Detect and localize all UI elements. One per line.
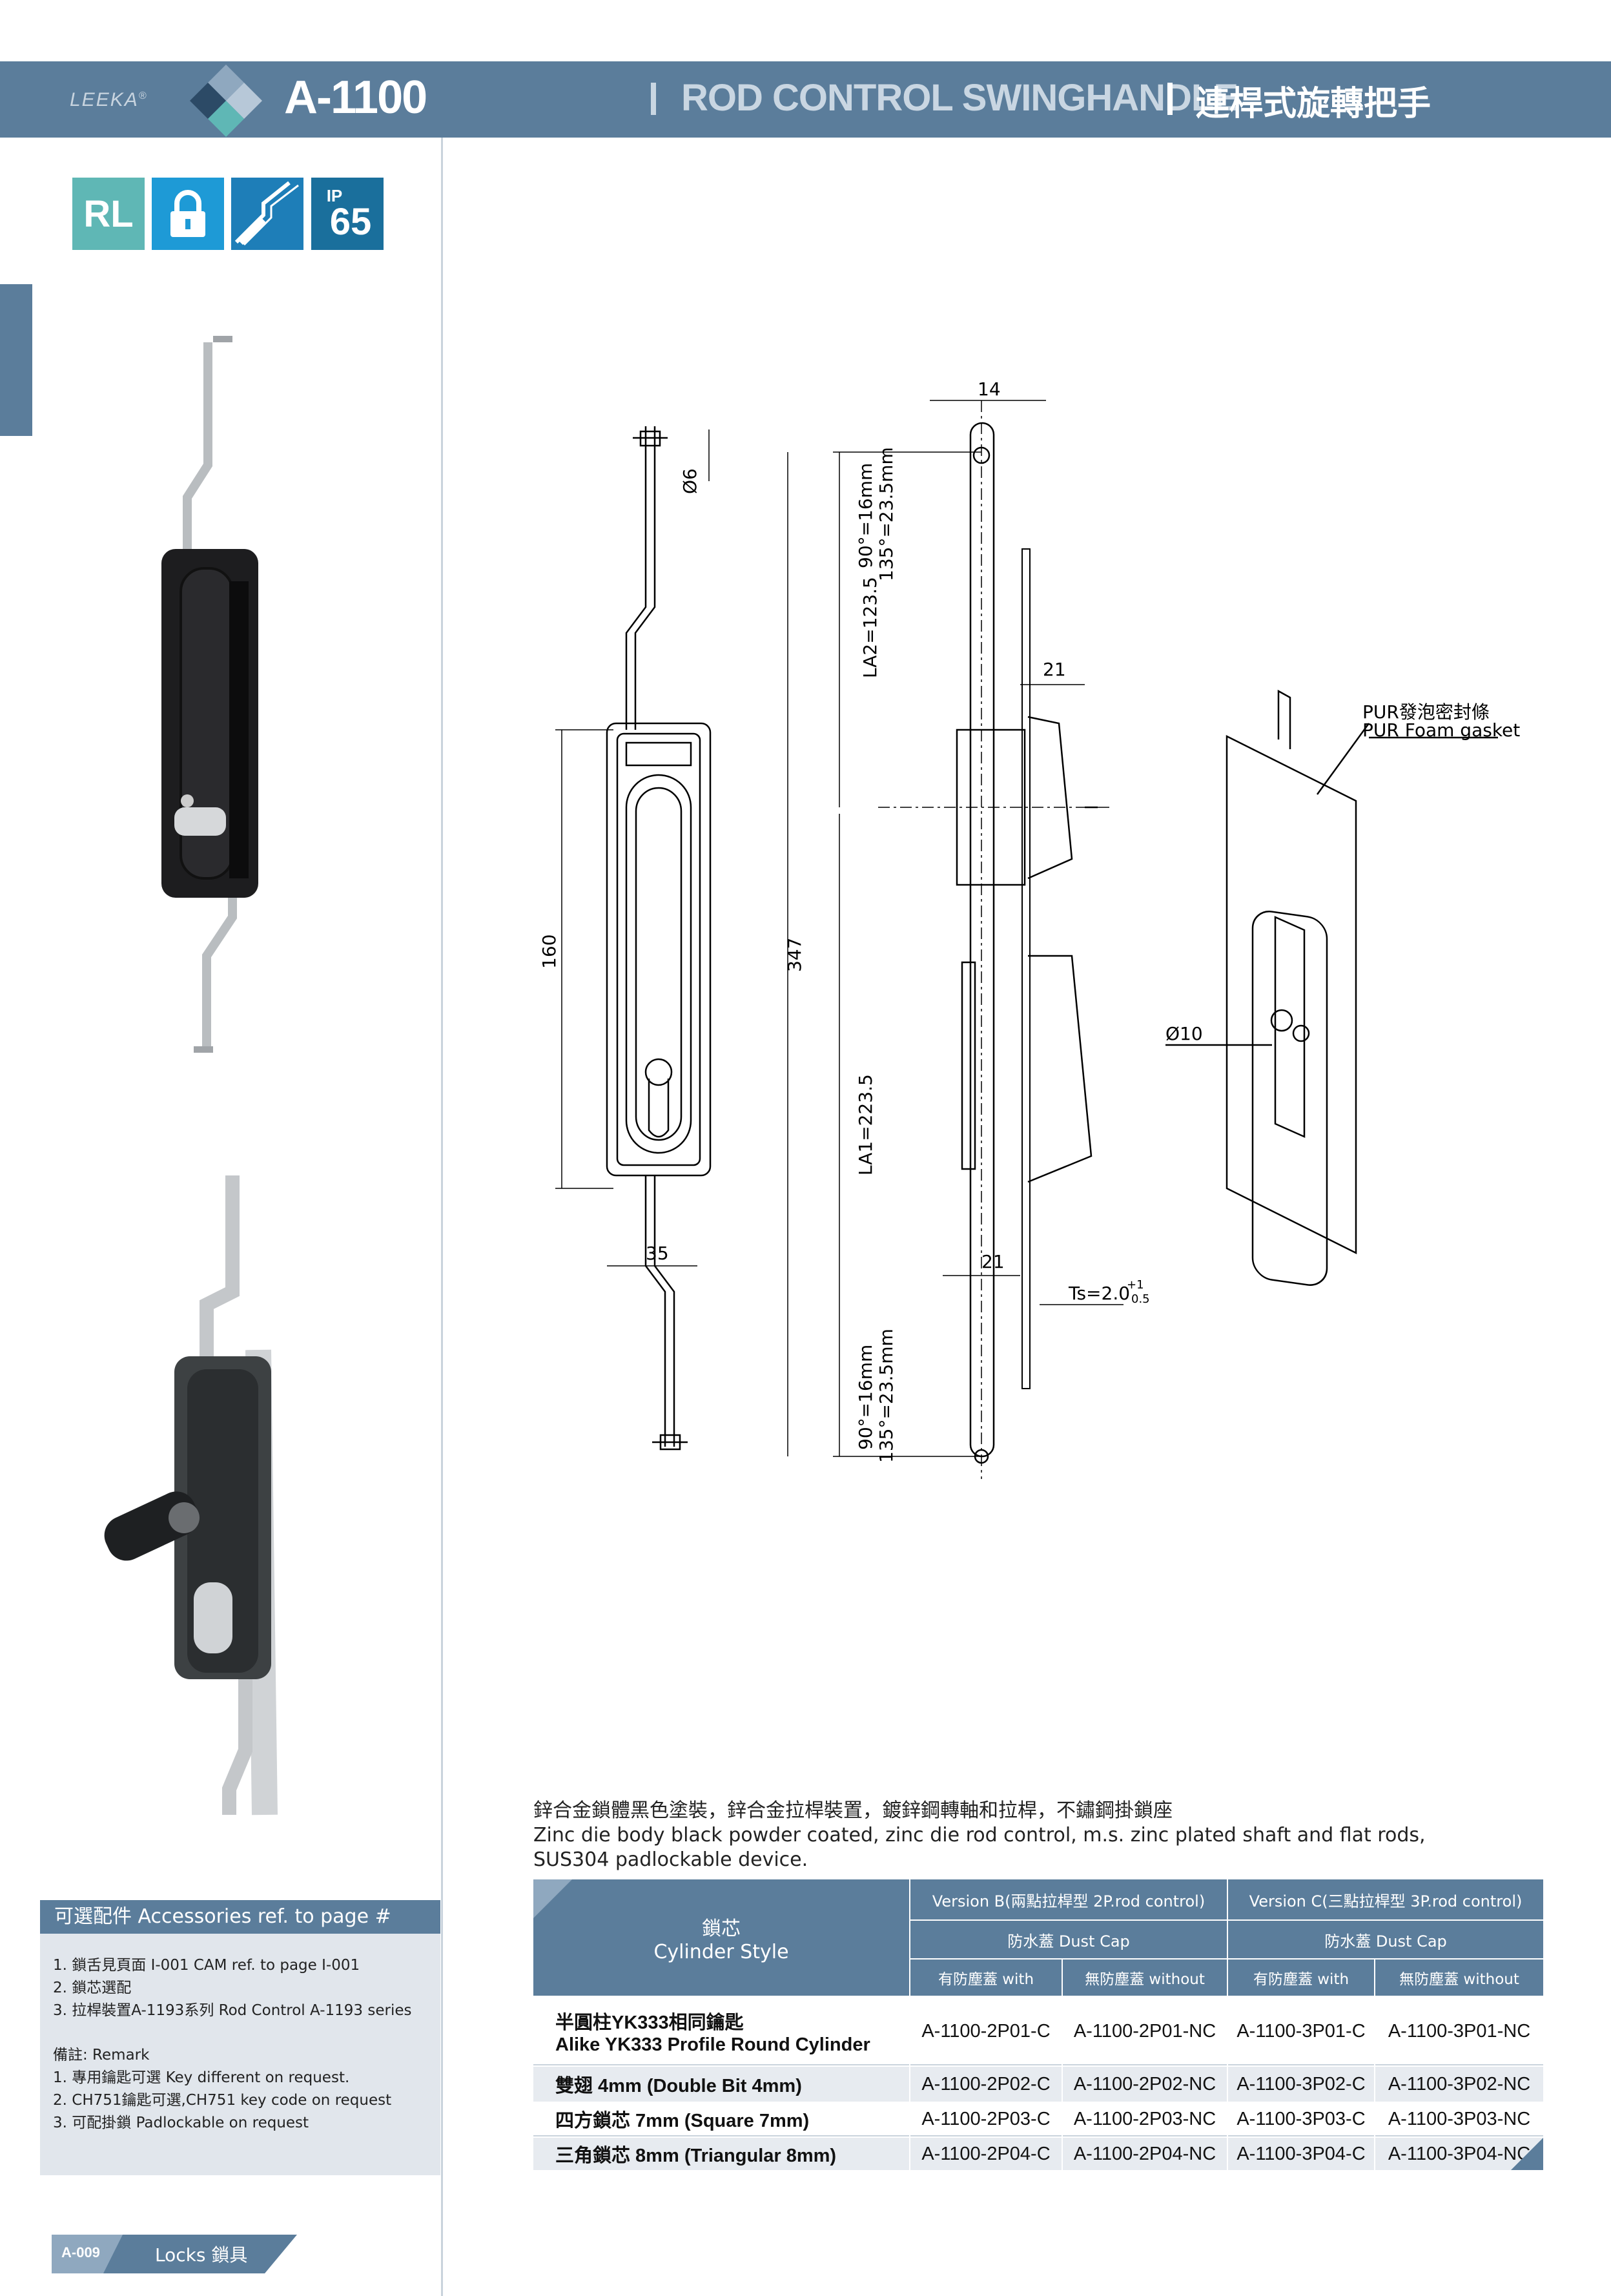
without-b-header: 無防塵蓋 without [1063, 1960, 1227, 1996]
remark-item: 1. 專用鑰匙可選 Key different on request. [53, 2069, 350, 2086]
without-c-header: 無防塵蓋 without [1375, 1960, 1543, 1996]
title-separator [651, 83, 656, 115]
table-row: 三角鎖芯 8mm (Triangular 8mm) [533, 2138, 909, 2170]
rod-icon [234, 181, 299, 246]
dim-la2-note2: 135°=23.5mm [876, 447, 897, 581]
part-code: A-1100-2P01-C [910, 1998, 1062, 2065]
remark-item: 2. CH751鑰匙可選,CH751 key code on request [53, 2092, 392, 2109]
accessory-item: 1. 鎖舌見頁面 I-001 CAM ref. to page I-001 [53, 1957, 360, 1974]
accessories-header: 可選配件 Accessories ref. to page # [40, 1900, 440, 1934]
dim-la1: LA1=223.5 [855, 1074, 876, 1175]
dim-35: 35 [646, 1243, 669, 1264]
part-code: A-1100-2P02-NC [1063, 2067, 1227, 2102]
dim-d10: Ø10 [1165, 1023, 1203, 1044]
section-label: Locks 鎖具 [155, 2244, 248, 2266]
part-code: A-1100-3P04-NC [1375, 2138, 1543, 2170]
accessory-item: 3. 拉桿裝置A-1193系列 Rod Control A-1193 serie… [53, 2002, 412, 2019]
dust-cap-c-header: 防水蓋 Dust Cap [1228, 1921, 1543, 1958]
remark-title: 備註: Remark [53, 2047, 150, 2063]
rl-badge: RL [72, 178, 145, 250]
part-code: A-1100-3P03-C [1228, 2103, 1374, 2136]
dim-la2: LA2=123.5 [859, 577, 881, 678]
dust-cap-b-header: 防水蓋 Dust Cap [910, 1921, 1227, 1958]
dim-14: 14 [978, 378, 1001, 400]
version-b-header: Version B(兩點拉桿型 2P.rod control) [910, 1879, 1227, 1919]
with-c-header: 有防塵蓋 with [1228, 1960, 1374, 1996]
dim-la1-note1: 90°=16mm [855, 1345, 876, 1450]
part-code: A-1100-2P03-C [910, 2103, 1062, 2136]
dim-21-bottom: 21 [981, 1251, 1005, 1272]
dim-la2-note1: 90°=16mm [855, 463, 876, 568]
part-code: A-1100-3P03-NC [1375, 2103, 1543, 2136]
part-code: A-1100-2P01-NC [1063, 1998, 1227, 2065]
footer-tab [52, 2235, 297, 2273]
dim-ts-tol-minus: 0.5 [1131, 1292, 1150, 1306]
remark-item: 3. 可配掛鎖 Padlockable on request [53, 2115, 309, 2131]
title-separator-2 [1167, 83, 1173, 115]
dim-d6: Ø6 [679, 468, 701, 494]
dim-160: 160 [539, 935, 560, 969]
part-number-table: 鎖芯 Cylinder Style Version B(兩點拉桿型 2P.rod… [533, 1879, 1543, 2170]
padlock-badge [152, 178, 224, 250]
part-code: A-1100-3P04-C [1228, 2138, 1374, 2170]
page-number: A-009 [61, 2244, 100, 2260]
column-divider [441, 138, 443, 2296]
brand-logo: LEEKA® [70, 89, 148, 110]
product-photo-angle [104, 1175, 278, 1815]
corner-accent [1511, 2138, 1543, 2170]
product-photo-front [161, 336, 258, 1053]
corner-accent [533, 1879, 572, 1918]
table-row: 雙翅 4mm (Double Bit 4mm) [533, 2067, 909, 2102]
product-title-en: ROD CONTROL SWINGHANDLE [681, 77, 1238, 119]
dim-ts: Ts=2.0 [1068, 1283, 1130, 1304]
product-title-cn: 連桿式旋轉把手 [1196, 85, 1431, 123]
part-code: A-1100-3P01-C [1228, 1998, 1374, 2065]
version-c-header: Version C(三點拉桿型 3P.rod control) [1228, 1879, 1543, 1919]
dim-21-top: 21 [1043, 659, 1066, 680]
rod-badge [231, 178, 303, 250]
technical-drawing: 14 Ø6 LA2=123.5 90°=16mm 135°=23.5mm 21 … [539, 378, 1520, 1479]
table-row: 半圓柱YK333相同鑰匙 Alike YK333 Profile Round C… [533, 1998, 909, 2065]
dim-347: 347 [784, 938, 805, 972]
part-code: A-1100-3P02-C [1228, 2067, 1374, 2102]
dim-la1-note2: 135°=23.5mm [876, 1329, 897, 1463]
side-tab [0, 284, 32, 436]
part-code: A-1100-2P03-NC [1063, 2103, 1227, 2136]
table-row: 四方鎖芯 7mm (Square 7mm) [533, 2103, 909, 2136]
part-code: A-1100-3P01-NC [1375, 1998, 1543, 2065]
part-code: A-1100-2P04-NC [1063, 2138, 1227, 2170]
part-code: A-1100-3P02-NC [1375, 2067, 1543, 2102]
product-description: 鋅合金鎖體黑色塗裝，鋅合金拉桿裝置，鍍鋅鋼轉軸和拉桿，不鏽鋼掛鎖座 Zinc d… [533, 1799, 1426, 1871]
dim-ts-tol-plus: +1 [1127, 1278, 1144, 1292]
cylinder-style-header: 鎖芯 Cylinder Style [533, 1879, 909, 1996]
part-code: A-1100-2P04-C [910, 2138, 1062, 2170]
brand-diamonds-icon [190, 65, 262, 137]
padlock-icon [170, 190, 205, 237]
with-b-header: 有防塵蓋 with [910, 1960, 1062, 1996]
accessories-panel: 1. 鎖舌見頁面 I-001 CAM ref. to page I-001 2.… [40, 1934, 440, 2175]
accessory-item: 2. 鎖芯選配 [53, 1980, 132, 1996]
header-band [0, 61, 1611, 138]
gasket-label-cn: PUR發泡密封條 [1362, 701, 1490, 723]
ip65-badge: IP 65 [311, 178, 384, 250]
part-code: A-1100-2P02-C [910, 2067, 1062, 2102]
model-number: A-1100 [284, 72, 427, 123]
